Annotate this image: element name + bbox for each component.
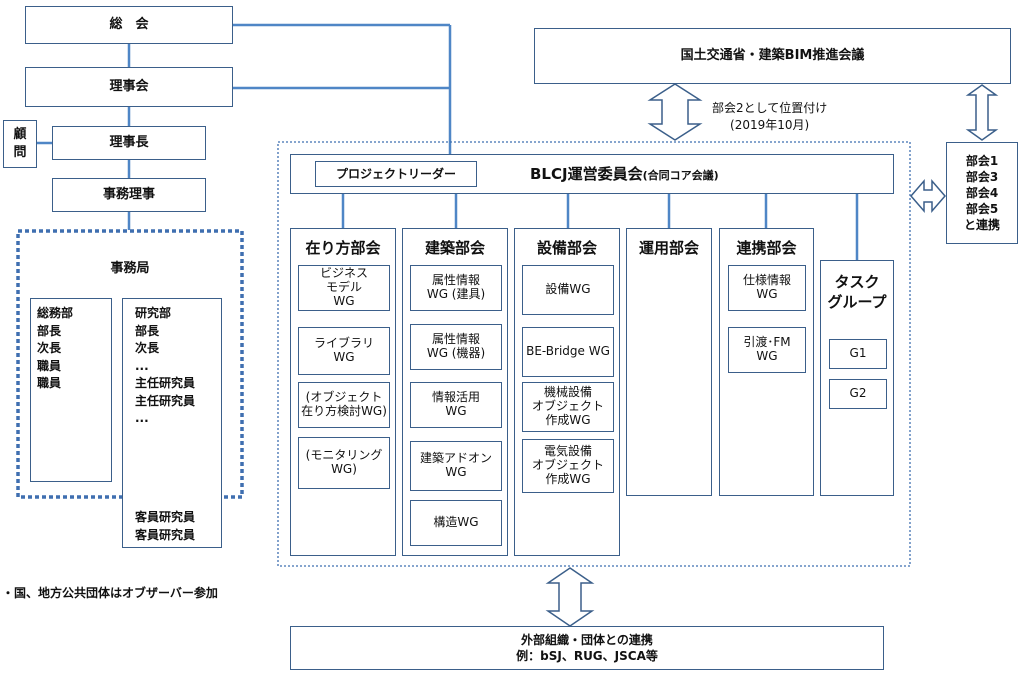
executive-director-box: 事務理事: [52, 178, 206, 212]
wg-box: 電気設備 オブジェクト 作成WG: [522, 439, 614, 493]
board-box: 理事会: [25, 67, 233, 107]
bukai-note-line2: (2019年10月): [730, 117, 810, 132]
committee-title: BLCJ運営委員会(合同コア会議): [530, 163, 719, 184]
wg-box: ビジネス モデル WG: [298, 265, 390, 311]
subcommittee-link-box: 部会1 部会3 部会4 部会5 と連携: [946, 142, 1018, 244]
subcommittee-title: 連携部会: [736, 239, 797, 257]
wg-box: (モニタリング WG): [298, 437, 390, 489]
wg-box: 情報活用 WG: [410, 382, 502, 428]
subcommittee-title: 設備部会: [536, 239, 597, 257]
double-arrow-mlit: [647, 83, 703, 141]
project-leader-label: プロジェクトリーダー: [335, 166, 456, 181]
task-group-column: タスク グループ G1 G2: [820, 260, 894, 496]
task-group-item: G2: [829, 379, 887, 409]
observer-note: ・国、地方公共団体はオブザーバー参加: [2, 586, 218, 600]
external-title: 外部組織・団体との連携: [521, 632, 653, 647]
advisor-label: 顧 問: [13, 127, 27, 160]
subcommittee-title: 運用部会: [638, 239, 699, 257]
general-affairs-box: 総務部 部長 次長 職員 職員: [30, 298, 112, 482]
mlit-box: 国土交通省・建築BIM推進会議: [534, 28, 1011, 84]
research-box: 研究部 部長 次長 ... 主任研究員 主任研究員 ... 客員研究員 客員研究…: [122, 298, 222, 548]
subcommittee-title: 在り方部会: [305, 239, 381, 257]
general-assembly-label: 総 会: [109, 17, 149, 33]
subcommittee-link-label: 部会1 部会3 部会4 部会5 と連携: [963, 153, 1000, 233]
project-leader-box: プロジェクトリーダー: [315, 161, 477, 187]
advisor-box: 顧 問: [3, 120, 37, 168]
wg-box: 属性情報 WG (建具): [410, 265, 502, 311]
subcommittee-column: 連携部会 仕様情報 WG 引渡･FM WG: [719, 228, 814, 496]
wg-box: 設備WG: [522, 265, 614, 315]
executive-director-label: 事務理事: [102, 187, 155, 203]
committee-subtitle: (合同コア会議): [642, 169, 719, 182]
task-group-title: タスク グループ: [827, 273, 887, 311]
chairman-label: 理事長: [109, 135, 149, 151]
chairman-box: 理事長: [52, 126, 206, 160]
wg-box: 機械設備 オブジェクト 作成WG: [522, 382, 614, 432]
general-assembly-box: 総 会: [25, 6, 233, 44]
committee-frame: [277, 141, 911, 567]
double-arrow-bukai: [965, 84, 999, 141]
external-example: 例：bSJ、RUG、JSCA等: [516, 649, 658, 663]
guest-researchers: 客員研究員 客員研究員: [135, 510, 196, 542]
subcommittee-column: 設備部会 設備WG BE-Bridge WG 機械設備 オブジェクト 作成WG …: [514, 228, 620, 556]
general-affairs-members: 総務部 部長 次長 職員 職員: [37, 306, 74, 390]
wg-box: (オブジェクト 在り方検討WG): [298, 382, 390, 428]
wg-box: 属性情報 WG (機器): [410, 324, 502, 370]
double-arrow-external: [545, 567, 595, 627]
external-box: 外部組織・団体との連携 例：bSJ、RUG、JSCA等: [290, 626, 884, 670]
subcommittee-column: 運用部会: [626, 228, 712, 496]
subcommittee-column: 建築部会 属性情報 WG (建具) 属性情報 WG (機器) 情報活用 WG 建…: [402, 228, 508, 556]
mlit-label: 国土交通省・建築BIM推進会議: [680, 48, 865, 64]
wg-box: 建築アドオン WG: [410, 441, 502, 491]
research-members: 研究部 部長 次長 ... 主任研究員 主任研究員 ...: [135, 306, 196, 425]
wg-box: ライブラリ WG: [298, 327, 390, 375]
double-arrow-horizontal: [910, 178, 946, 214]
bukai-note: 部会2として位置付け (2019年10月): [712, 100, 827, 134]
committee-name: BLCJ運営委員会: [530, 165, 643, 183]
task-group-item: G1: [829, 339, 887, 369]
board-label: 理事会: [109, 79, 149, 95]
wg-box: 構造WG: [410, 500, 502, 546]
subcommittee-title: 建築部会: [424, 239, 485, 257]
wg-box: BE-Bridge WG: [522, 327, 614, 377]
wg-box: 引渡･FM WG: [728, 327, 806, 373]
bukai-note-line1: 部会2として位置付け: [712, 101, 828, 115]
subcommittee-column: 在り方部会 ビジネス モデル WG ライブラリ WG (オブジェクト 在り方検討…: [290, 228, 396, 556]
wg-box: 仕様情報 WG: [728, 265, 806, 311]
secretariat-title: 事務局: [110, 261, 150, 276]
